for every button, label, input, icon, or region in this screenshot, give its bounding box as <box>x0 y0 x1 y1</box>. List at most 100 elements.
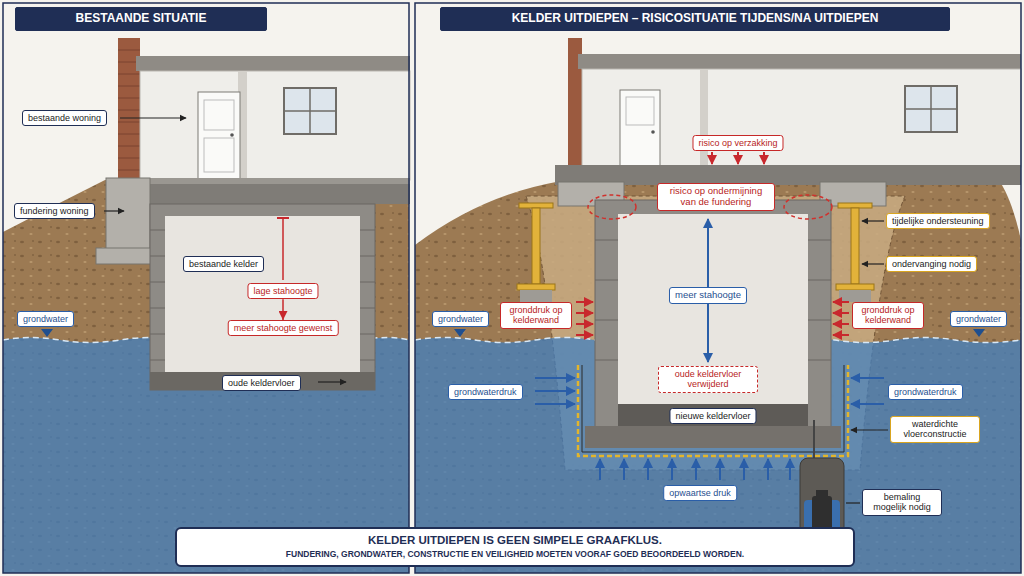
risk-label: meer stahoogte gewenst <box>228 320 339 336</box>
support-label: tijdelijke ondersteuning <box>886 213 990 229</box>
label-text: bestaande woning <box>28 113 101 123</box>
pressure-arrow <box>576 323 593 325</box>
water-label: opwaartse druk <box>663 485 737 501</box>
cellar-interior <box>618 214 808 404</box>
uplift-arrow <box>623 459 625 480</box>
water-label: grondwaterdruk <box>448 384 523 400</box>
uplift-arrow <box>647 459 649 480</box>
door <box>198 92 240 180</box>
door-panel <box>204 100 234 130</box>
label-text: lage stahoogte <box>253 286 312 296</box>
prop-pad <box>520 290 552 302</box>
waterproof-layer <box>578 365 848 456</box>
door-panel <box>626 97 654 125</box>
prop-pad <box>839 290 871 302</box>
label-box: bemaling mogelijk nodig <box>862 489 942 516</box>
soil <box>415 182 1021 573</box>
label-text: bestaande kelder <box>189 259 258 269</box>
label-text: grondwater <box>438 314 483 324</box>
pressure-arrow <box>535 390 575 392</box>
label-text: grondwaterdruk <box>454 387 517 397</box>
cellar-wall <box>150 204 375 390</box>
label-text: risico op verzakking <box>698 138 777 148</box>
risk-label: gronddruk op kelderwand <box>852 302 924 329</box>
panel-frame <box>415 3 1021 573</box>
leader-arrow <box>862 263 884 264</box>
leader-line <box>846 502 860 503</box>
label-text: waterdichte vloerconstructie <box>896 419 974 440</box>
uplift-arrow <box>767 459 769 480</box>
water-label: grondwater <box>432 311 489 327</box>
pressure-arrow <box>833 312 849 314</box>
prop-plate <box>517 284 555 290</box>
pump <box>812 496 832 530</box>
pressure-arrow <box>535 403 575 405</box>
label-box: bestaande woning <box>22 110 107 126</box>
label-box: bestaande kelder <box>183 256 264 272</box>
risk-label: gronddruk op kelderwand <box>500 302 572 329</box>
panel-frame <box>3 3 409 573</box>
uplift-arrow <box>695 459 697 480</box>
risk-label: risico op ondermijning van de fundering <box>657 183 775 211</box>
door-knob <box>230 133 234 137</box>
pressure-arrow <box>833 334 849 336</box>
uplift-arrow <box>719 459 721 480</box>
foundation-footing <box>96 248 158 264</box>
risk-label: oude keldervloer verwijderd <box>658 366 758 393</box>
label-text: risico op ondermijning van de fundering <box>663 186 769 208</box>
risk-zone <box>588 195 636 219</box>
prop-plate <box>519 203 553 208</box>
risk-zone <box>784 195 832 219</box>
water-label: grondwater <box>950 311 1007 327</box>
label-text: KELDER UITDIEPEN IS GEEN SIMPELE GRAAFKL… <box>187 534 843 547</box>
prop-post <box>851 208 859 284</box>
water-level-symbol <box>454 329 466 337</box>
door-panel <box>204 138 234 172</box>
support-label: waterdichte vloerconstructie <box>890 416 980 443</box>
settlement-arrow <box>711 152 713 164</box>
floor-construction <box>585 426 841 448</box>
pressure-arrow <box>833 301 849 303</box>
uplift-arrow <box>789 459 791 480</box>
cellar-interior <box>165 216 360 372</box>
risk-label: risico op verzakking <box>692 135 783 151</box>
house-wall <box>140 71 410 180</box>
height-arrow <box>282 299 284 320</box>
leader-arrow <box>120 117 186 118</box>
label-text: oude keldervloer verwijderd <box>664 369 752 390</box>
prop-post <box>532 208 540 284</box>
label-text: gronddruk op kelderwand <box>858 305 918 326</box>
label-box: fundering woning <box>14 203 95 219</box>
pressure-arrow <box>535 377 575 379</box>
label-text: gronddruk op kelderwand <box>506 305 566 326</box>
pressure-arrow <box>576 312 593 314</box>
settlement-arrow <box>737 152 739 164</box>
pressure-arrow <box>576 301 593 303</box>
label-text: FUNDERING, GRONDWATER, CONSTRUCTIE EN VE… <box>187 550 843 560</box>
water-label: grondwater <box>17 311 74 327</box>
uplift-arrow <box>599 459 601 480</box>
label-text: opwaartse druk <box>669 488 731 498</box>
water-level-symbol <box>41 329 53 337</box>
soil <box>3 180 409 573</box>
height-line <box>282 218 284 280</box>
label-text: nieuwe keldervloer <box>675 411 750 421</box>
panel-title: BESTAANDE SITUATIE <box>15 7 267 31</box>
settlement-arrow <box>763 152 765 164</box>
label-text: KELDER UITDIEPEN – RISICOSITUATIE TIJDEN… <box>449 12 941 26</box>
roof-slab <box>136 56 410 71</box>
label-text: oude keldervloer <box>228 378 295 388</box>
label-text: meer stahoogte gewenst <box>234 323 333 333</box>
window <box>284 88 336 134</box>
pressure-arrow <box>851 377 884 379</box>
water-pressure-arrows <box>535 219 884 480</box>
summary-banner: KELDER UITDIEPEN IS GEEN SIMPELE GRAAFKL… <box>175 527 855 567</box>
floor-slab <box>136 178 410 204</box>
door <box>620 90 660 167</box>
water-label: meer stahoogte <box>669 287 747 304</box>
label-text: ondervanging nodig <box>892 259 971 269</box>
label-text: grondwater <box>956 314 1001 324</box>
pressure-arrow <box>576 334 593 336</box>
